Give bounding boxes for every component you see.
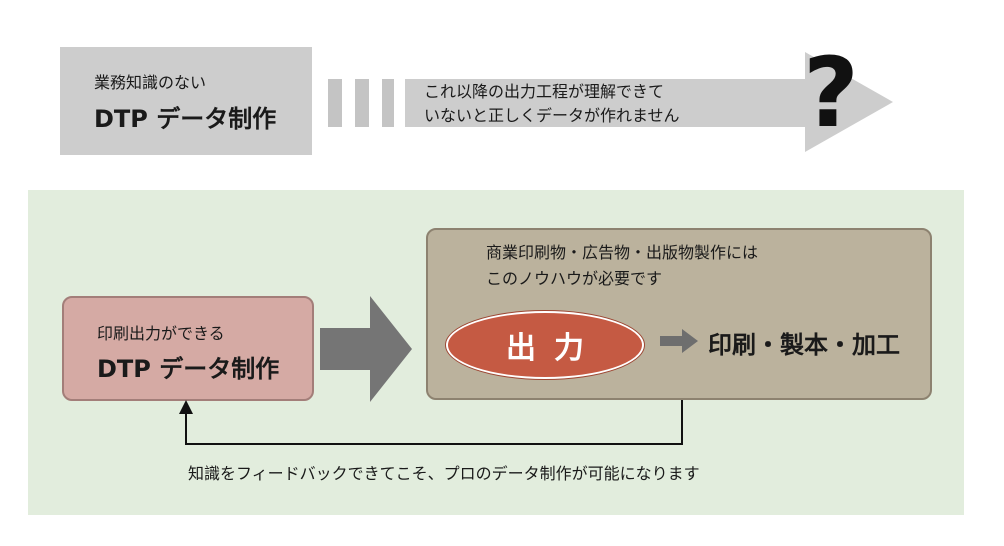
feedback-arrow — [179, 400, 683, 445]
dash-bar-3 — [382, 79, 394, 127]
feedback-caption: 知識をフィードバックできてこそ、プロのデータ制作が可能になります — [188, 464, 700, 483]
top-gray-arrow — [405, 52, 893, 152]
print-ready-subtitle: 印刷出力ができる — [97, 324, 225, 343]
process-text: 印刷・製本・加工 — [708, 331, 900, 359]
top-arrow-line-2: いないと正しくデータが作れません — [424, 106, 680, 125]
dash-bar-2 — [355, 79, 369, 127]
output-ellipse: 出力 — [446, 311, 644, 379]
top-arrow-text: これ以降の出力工程が理解できて いないと正しくデータが作れません — [424, 80, 680, 128]
output-label: 出力 — [506, 331, 602, 366]
know-how-box: 商業印刷物・広告物・出版物製作には このノウハウが必要です 出力 印刷・製本・加… — [426, 228, 932, 400]
knowledge-less-box: 業務知識のない DTP データ制作 — [60, 47, 312, 155]
knowledge-less-title: DTP データ制作 — [94, 105, 277, 133]
question-mark: ? — [803, 37, 859, 149]
know-how-text: 商業印刷物・広告物・出版物製作には このノウハウが必要です — [486, 240, 758, 292]
print-ready-title: DTP データ制作 — [97, 355, 280, 383]
top-arrow-line-1: これ以降の出力工程が理解できて — [424, 82, 665, 101]
know-how-line-2: このノウハウが必要です — [486, 269, 663, 288]
know-how-line-1: 商業印刷物・広告物・出版物製作には — [486, 243, 759, 262]
dash-bar-1 — [328, 79, 342, 127]
big-right-arrow — [320, 296, 412, 402]
process-arrow — [660, 329, 698, 353]
print-ready-box: 印刷出力ができる DTP データ制作 — [62, 296, 314, 401]
knowledge-less-subtitle: 業務知識のない — [94, 73, 207, 92]
